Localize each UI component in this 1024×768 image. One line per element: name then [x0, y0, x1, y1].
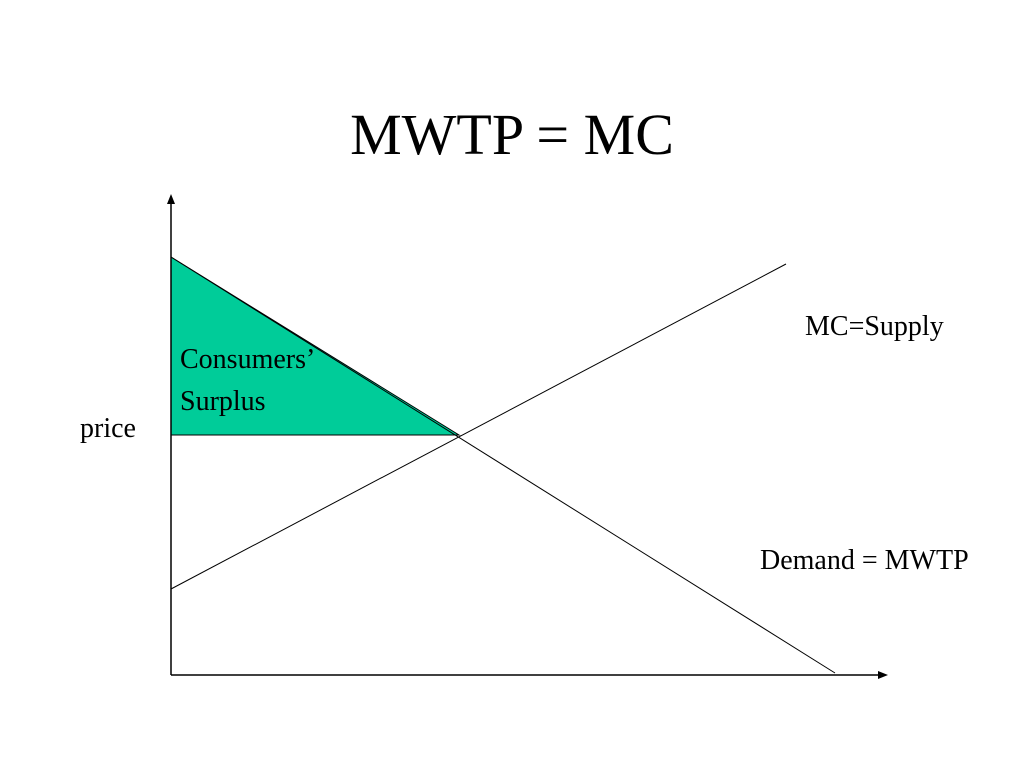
- y-axis-arrow: [167, 194, 175, 204]
- demand-curve-label: Demand = MWTP: [760, 545, 969, 576]
- demand-curve: [170, 256, 836, 674]
- consumers-surplus-label-line2: Surplus: [180, 386, 266, 417]
- x-axis-arrow: [878, 671, 888, 679]
- slide-title: MWTP = MC: [350, 102, 674, 167]
- price-label: price: [80, 413, 136, 444]
- supply-curve: [170, 263, 787, 590]
- supply-curve-label: MC=Supply: [805, 311, 944, 342]
- consumers-surplus-label-line1: Consumers’: [180, 344, 316, 375]
